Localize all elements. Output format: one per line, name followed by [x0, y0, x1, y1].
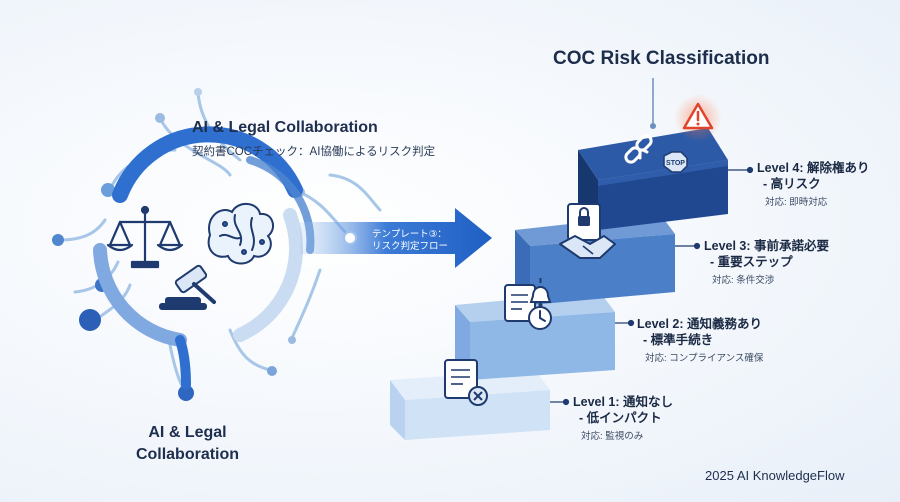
level-3-action: 対応: 条件交渉 [712, 275, 775, 286]
brain-icon [207, 203, 275, 265]
level-4-title: Level 4: 解除権あり [757, 161, 870, 175]
collaboration-label-line2: Collaboration [135, 446, 240, 463]
broken-chain-icon [624, 134, 653, 164]
footer-credit: 2025 AI KnowledgeFlow [705, 468, 845, 483]
scales-of-justice-icon [106, 205, 184, 269]
left-panel-subtitle: 契約書COCチェック：AI協働によるリスク判定 [192, 146, 436, 158]
gavel-icon [159, 264, 216, 310]
level-4-label: Level 4: 解除権あり - 高リスク 対応: 即時対応 [757, 160, 870, 211]
clock-icon [528, 306, 552, 330]
diagram-title: COC Risk Classification [553, 48, 770, 69]
flow-arrow [300, 208, 492, 268]
level-connectors [550, 166, 754, 406]
document-cancel-icon [444, 359, 488, 406]
stop-sign-icon: STOP [663, 151, 688, 173]
stop-sign-text: STOP [666, 160, 685, 167]
collaboration-label: AI & Legal Collaboration [120, 422, 255, 466]
level-2-action: 対応: コンプライアンス確保 [645, 353, 764, 364]
level-1-subtitle: - 低インパクト [579, 411, 662, 425]
level-1-label: Level 1: 通知なし - 低インパクト 対応: 監視のみ [573, 394, 673, 445]
level-2-subtitle: - 標準手続き [643, 333, 714, 347]
level-3-title: Level 3: 事前承諾必要 [704, 239, 830, 253]
circuit-nodes [52, 88, 305, 401]
level-3-label: Level 3: 事前承諾必要 - 重要ステップ 対応: 条件交渉 [704, 238, 829, 289]
arrow-label: テンプレート③： リスク判定フロー [372, 229, 448, 253]
warning-icon [674, 94, 722, 142]
arrow-label-line2: リスク判定フロー [372, 241, 449, 252]
level-1-title: Level 1: 通知なし [573, 395, 674, 409]
collaboration-ring [93, 126, 315, 390]
arrow-label-line1: テンプレート③： [372, 229, 447, 240]
level-3-subtitle: - 重要ステップ [710, 255, 793, 269]
step-level-4 [578, 128, 728, 230]
bell-icon [529, 278, 552, 307]
left-panel-title: AI & Legal Collaboration [192, 119, 378, 136]
collaboration-label-line1: AI & Legal [148, 424, 227, 441]
level-2-title: Level 2: 通知義務あり [637, 317, 763, 331]
level-2-label: Level 2: 通知義務あり - 標準手続き 対応: コンプライアンス確保 [637, 316, 763, 367]
title-connector [650, 78, 656, 129]
level-4-subtitle: - 高リスク [763, 177, 821, 191]
level-1-action: 対応: 監視のみ [581, 431, 644, 442]
level-4-action: 対応: 即時対応 [765, 197, 828, 208]
handshake-icon [559, 235, 616, 259]
locked-document-icon [567, 203, 601, 241]
